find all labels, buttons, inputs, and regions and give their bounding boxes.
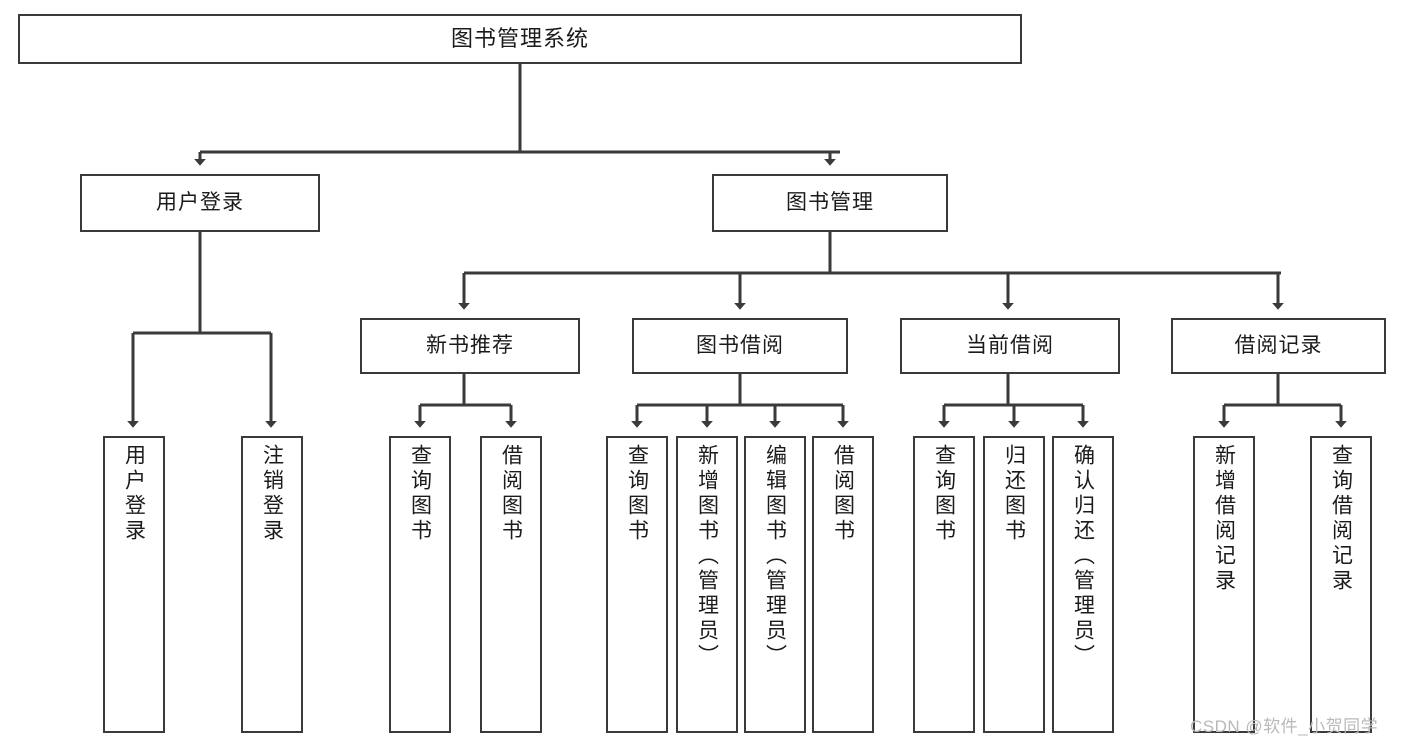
node-leaf-add-record-label: 新增借阅记录 — [1212, 444, 1236, 594]
node-leaf-confirm-return-label: 确认归还（管理员） — [1071, 444, 1095, 669]
edge-book-manage-to-level2 — [458, 232, 1284, 310]
node-leaf-borrow-book-2-label: 借阅图书 — [831, 444, 855, 544]
node-leaf-query-book-2-label: 查询图书 — [625, 444, 649, 544]
edge-borrow-record-to-leaves — [1218, 374, 1347, 428]
edge-new-book-recommend-to-leaves — [414, 374, 517, 428]
node-leaf-user-login-label: 用户登录 — [122, 444, 146, 544]
node-user-login-label: 用户登录 — [156, 191, 244, 215]
node-book-manage[interactable]: 图书管理 — [712, 174, 948, 232]
node-leaf-borrow-book-1[interactable]: 借阅图书 — [480, 436, 542, 733]
node-book-manage-label: 图书管理 — [786, 191, 874, 215]
node-leaf-add-record[interactable]: 新增借阅记录 — [1193, 436, 1255, 733]
node-leaf-query-book-3-label: 查询图书 — [932, 444, 956, 544]
node-leaf-query-book-1-label: 查询图书 — [408, 444, 432, 544]
csdn-watermark: CSDN @软件_小贺同学 — [1190, 717, 1379, 736]
node-leaf-query-record[interactable]: 查询借阅记录 — [1310, 436, 1372, 733]
node-leaf-borrow-book-2[interactable]: 借阅图书 — [812, 436, 874, 733]
node-borrow-record[interactable]: 借阅记录 — [1171, 318, 1386, 374]
node-leaf-query-record-label: 查询借阅记录 — [1329, 444, 1353, 594]
node-current-borrow-label: 当前借阅 — [966, 334, 1054, 358]
node-leaf-add-book[interactable]: 新增图书（管理员） — [676, 436, 738, 733]
edge-current-borrow-to-leaves — [938, 374, 1089, 428]
node-leaf-query-book-2[interactable]: 查询图书 — [606, 436, 668, 733]
node-root-system[interactable]: 图书管理系统 — [18, 14, 1022, 64]
node-new-book-recommend-label: 新书推荐 — [426, 334, 514, 358]
node-leaf-confirm-return[interactable]: 确认归还（管理员） — [1052, 436, 1114, 733]
node-leaf-user-login[interactable]: 用户登录 — [103, 436, 165, 733]
node-leaf-logout[interactable]: 注销登录 — [241, 436, 303, 733]
node-book-borrow[interactable]: 图书借阅 — [632, 318, 848, 374]
edge-root-to-level1 — [194, 64, 840, 166]
node-leaf-borrow-book-1-label: 借阅图书 — [499, 444, 523, 544]
node-new-book-recommend[interactable]: 新书推荐 — [360, 318, 580, 374]
node-leaf-logout-label: 注销登录 — [260, 444, 284, 544]
edge-book-borrow-to-leaves — [631, 374, 849, 428]
node-leaf-return-book-label: 归还图书 — [1002, 444, 1026, 544]
node-leaf-query-book-1[interactable]: 查询图书 — [389, 436, 451, 733]
node-current-borrow[interactable]: 当前借阅 — [900, 318, 1120, 374]
node-leaf-query-book-3[interactable]: 查询图书 — [913, 436, 975, 733]
node-borrow-record-label: 借阅记录 — [1234, 334, 1323, 358]
node-leaf-return-book[interactable]: 归还图书 — [983, 436, 1045, 733]
edge-user-login-to-leaves — [127, 232, 277, 428]
node-root-label: 图书管理系统 — [450, 25, 589, 51]
node-user-login[interactable]: 用户登录 — [80, 174, 320, 232]
node-leaf-edit-book-label: 编辑图书（管理员） — [763, 444, 787, 669]
node-book-borrow-label: 图书借阅 — [696, 334, 784, 358]
node-leaf-edit-book[interactable]: 编辑图书（管理员） — [744, 436, 806, 733]
node-leaf-add-book-label: 新增图书（管理员） — [695, 444, 719, 669]
